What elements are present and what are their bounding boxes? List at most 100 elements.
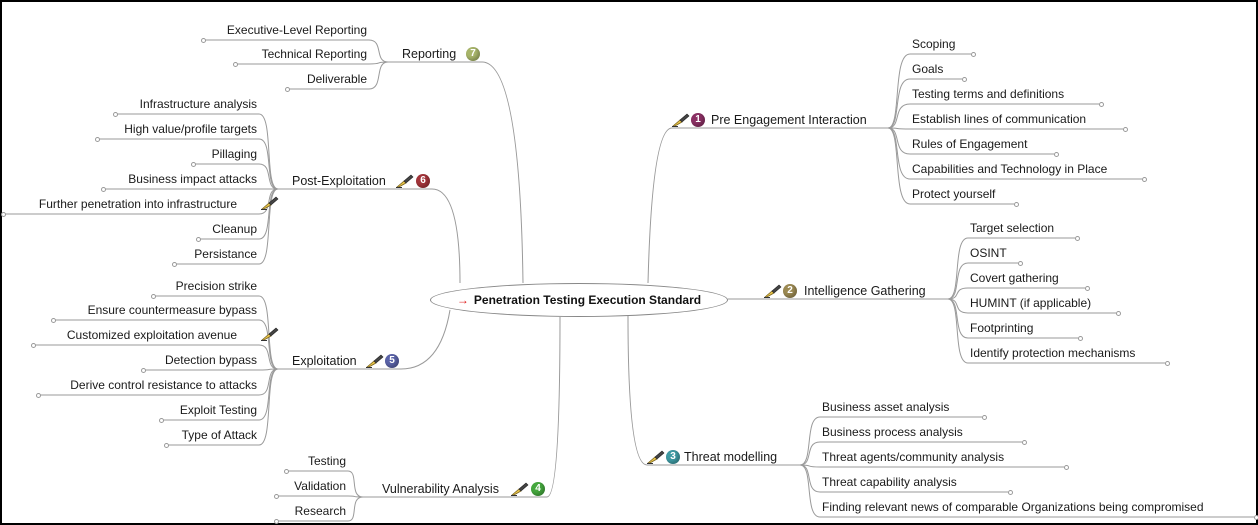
expand-toggle-icon[interactable] xyxy=(285,87,290,92)
connector-line xyxy=(35,344,279,370)
topic-testing-terms-and-definitions[interactable]: Testing terms and definitions xyxy=(912,87,1065,101)
branch-b3-label[interactable]: Threat modelling xyxy=(684,450,778,464)
expand-toggle-icon[interactable] xyxy=(95,137,100,142)
topic-exploit-testing[interactable]: Exploit Testing xyxy=(179,403,257,417)
topic-rules-of-engagement[interactable]: Rules of Engagement xyxy=(912,137,1028,151)
expand-toggle-icon[interactable] xyxy=(971,52,976,57)
expand-toggle-icon[interactable] xyxy=(274,494,279,499)
topic-establish-lines-of-communication[interactable]: Establish lines of communication xyxy=(912,112,1087,126)
expand-toggle-icon[interactable] xyxy=(1022,440,1027,445)
topic-detection-bypass[interactable]: Detection bypass xyxy=(164,353,257,367)
expand-toggle-icon[interactable] xyxy=(201,38,206,43)
paintbrush-icon xyxy=(395,174,414,188)
expand-toggle-icon[interactable] xyxy=(982,415,987,420)
branch-b4-label[interactable]: Vulnerability Analysis xyxy=(382,482,499,496)
topic-business-process-analysis[interactable]: Business process analysis xyxy=(822,425,963,439)
expand-toggle-icon[interactable] xyxy=(1165,361,1170,366)
topic-infrastructure-analysis[interactable]: Infrastructure analysis xyxy=(139,97,257,111)
topic-validation[interactable]: Validation xyxy=(294,479,346,493)
topic-goals[interactable]: Goals xyxy=(912,62,944,76)
connector-line xyxy=(887,103,1099,129)
topic-osint[interactable]: OSINT xyxy=(970,246,1007,260)
expand-toggle-icon[interactable] xyxy=(164,443,169,448)
topic-pillaging[interactable]: Pillaging xyxy=(211,147,257,161)
expand-toggle-icon[interactable] xyxy=(1123,127,1128,132)
branch-b1-label[interactable]: Pre Engagement Interaction xyxy=(711,113,867,127)
expand-toggle-icon[interactable] xyxy=(191,162,196,167)
topic-further-penetration-into-infrastructure[interactable]: Further penetration into infrastructure xyxy=(38,197,237,211)
topic-target-selection[interactable]: Target selection xyxy=(970,221,1055,235)
expand-toggle-icon[interactable] xyxy=(51,318,56,323)
expand-toggle-icon[interactable] xyxy=(31,343,36,348)
expand-toggle-icon[interactable] xyxy=(172,262,177,267)
topic-finding-relevant-news-of-comparable-organizations-being-compromised[interactable]: Finding relevant news of comparable Orga… xyxy=(822,500,1204,514)
expand-toggle-icon[interactable] xyxy=(159,418,164,423)
expand-toggle-icon[interactable] xyxy=(196,237,201,242)
connector-line xyxy=(289,61,389,90)
expand-toggle-icon[interactable] xyxy=(1142,177,1147,182)
expand-toggle-icon[interactable] xyxy=(1254,515,1258,520)
connector-line xyxy=(481,61,524,284)
topic-business-asset-analysis[interactable]: Business asset analysis xyxy=(822,400,950,414)
connector-line xyxy=(168,368,279,446)
expand-toggle-icon[interactable] xyxy=(962,77,967,82)
expand-toggle-icon[interactable] xyxy=(1075,236,1080,241)
topic-derive-control-resistance-to-attacks[interactable]: Derive control resistance to attacks xyxy=(70,378,257,392)
topic-type-of-attack[interactable]: Type of Attack xyxy=(181,428,257,442)
expand-toggle-icon[interactable] xyxy=(1116,311,1121,316)
topic-precision-strike[interactable]: Precision strike xyxy=(175,279,257,293)
expand-toggle-icon[interactable] xyxy=(151,294,156,299)
expand-toggle-icon[interactable] xyxy=(113,112,118,117)
topic-humint-if-applicable[interactable]: HUMINT (if applicable) xyxy=(970,296,1092,310)
topic-technical-reporting[interactable]: Technical Reporting xyxy=(261,47,367,61)
expand-toggle-icon[interactable] xyxy=(1018,261,1023,266)
connector-line xyxy=(947,298,1165,364)
expand-toggle-icon[interactable] xyxy=(1064,465,1069,470)
topic-cleanup[interactable]: Cleanup xyxy=(212,222,257,236)
expand-toggle-icon[interactable] xyxy=(1,212,6,217)
topic-threat-agents-community-analysis[interactable]: Threat agents/community analysis xyxy=(822,450,1005,464)
topic-customized-exploitation-avenue[interactable]: Customized exploitation avenue xyxy=(66,328,237,342)
topic-footprinting[interactable]: Footprinting xyxy=(970,321,1034,335)
topic-executive-level-reporting[interactable]: Executive-Level Reporting xyxy=(226,23,367,37)
expand-toggle-icon[interactable] xyxy=(1099,102,1104,107)
topic-high-value-profile-targets[interactable]: High value/profile targets xyxy=(124,122,257,136)
expand-toggle-icon[interactable] xyxy=(141,368,146,373)
topic-ensure-countermeasure-bypass[interactable]: Ensure countermeasure bypass xyxy=(87,303,257,317)
expand-toggle-icon[interactable] xyxy=(284,469,289,474)
central-topic[interactable]: → Penetration Testing Execution Standard xyxy=(430,283,728,317)
topic-business-impact-attacks[interactable]: Business impact attacks xyxy=(128,172,257,186)
expand-toggle-icon[interactable] xyxy=(1014,202,1019,207)
topic-protect-yourself[interactable]: Protect yourself xyxy=(912,187,996,201)
connector-line xyxy=(947,262,1018,300)
expand-toggle-icon[interactable] xyxy=(1008,490,1013,495)
topic-testing[interactable]: Testing xyxy=(307,454,346,468)
expand-toggle-icon[interactable] xyxy=(1054,152,1059,157)
topic-deliverable[interactable]: Deliverable xyxy=(306,72,367,86)
branch-b2-label[interactable]: Intelligence Gathering xyxy=(804,284,926,298)
expand-toggle-icon[interactable] xyxy=(274,519,279,524)
branch-b6-label[interactable]: Post-Exploitation xyxy=(292,174,386,188)
topic-identify-protection-mechanisms[interactable]: Identify protection mechanisms xyxy=(970,346,1136,360)
expand-toggle-icon[interactable] xyxy=(233,62,238,67)
branch-b5-number-badge: 5 xyxy=(385,354,399,368)
topic-capabilities-and-technology-in-place[interactable]: Capabilities and Technology in Place xyxy=(912,162,1108,176)
expand-toggle-icon[interactable] xyxy=(1078,336,1083,341)
branch-b5-label[interactable]: Exploitation xyxy=(292,354,357,368)
expand-toggle-icon[interactable] xyxy=(101,187,106,192)
branch-b7-label[interactable]: Reporting xyxy=(402,47,457,61)
topic-scoping[interactable]: Scoping xyxy=(912,37,956,51)
arrow-icon: → xyxy=(456,293,469,307)
topic-threat-capability-analysis[interactable]: Threat capability analysis xyxy=(822,475,957,489)
expand-toggle-icon[interactable] xyxy=(36,393,41,398)
connector-line xyxy=(205,39,389,63)
paintbrush-icon xyxy=(671,113,690,127)
connector-line xyxy=(627,315,648,466)
topic-research[interactable]: Research xyxy=(294,504,346,518)
expand-toggle-icon[interactable] xyxy=(1085,286,1090,291)
topic-persistance[interactable]: Persistance xyxy=(194,247,257,261)
connector-line xyxy=(431,188,461,284)
topic-covert-gathering[interactable]: Covert gathering xyxy=(970,271,1059,285)
